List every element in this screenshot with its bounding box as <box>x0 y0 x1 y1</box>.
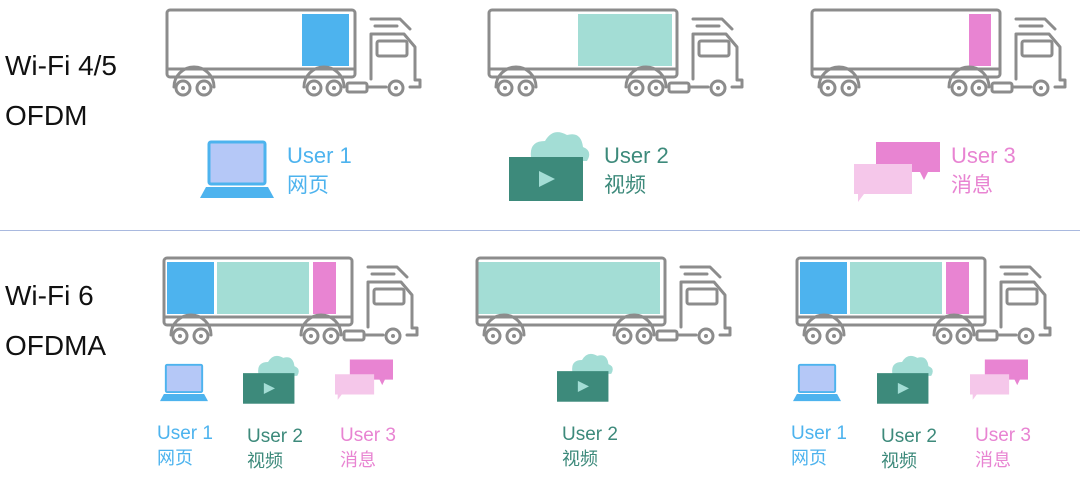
user-name: User 2 <box>562 424 618 445</box>
user2-label: User 2 视频 <box>562 423 618 471</box>
user3-label: User 3 消息 <box>340 424 396 472</box>
user-name: User 2 <box>247 426 303 447</box>
user-name: User 1 <box>287 143 352 168</box>
row-label-wifi6: Wi-Fi 6 <box>5 280 94 311</box>
chat-bubbles-icon <box>970 357 1028 401</box>
video-cloud-icon <box>509 127 591 201</box>
user3-label: User 3 消息 <box>975 424 1031 472</box>
user-content: 网页 <box>791 447 827 469</box>
cargo-user2 <box>850 262 942 314</box>
cargo-user1 <box>167 262 214 314</box>
row-label-wifi45: Wi-Fi 4/5 <box>5 50 117 81</box>
video-cloud-icon <box>243 352 300 404</box>
user-name: User 3 <box>975 425 1031 446</box>
user-content: 视频 <box>604 172 646 197</box>
user-content: 视频 <box>247 450 283 472</box>
user-content: 网页 <box>157 447 193 469</box>
cargo-user2 <box>478 262 660 314</box>
user-name: User 3 <box>951 143 1016 168</box>
laptop-icon <box>160 363 208 403</box>
chat-bubbles-icon <box>854 140 940 202</box>
row-label-ofdm: OFDM <box>5 100 88 131</box>
user1-label: User 1 网页 <box>791 422 847 470</box>
cargo-user2 <box>578 14 672 66</box>
user-content: 消息 <box>975 449 1011 471</box>
user-name: User 1 <box>157 423 213 444</box>
user1-label: User 1 网页 <box>287 142 352 198</box>
truck-icon <box>474 255 732 346</box>
user-content: 消息 <box>951 172 993 197</box>
user-content: 视频 <box>881 450 917 472</box>
user-name: User 3 <box>340 425 396 446</box>
user-content: 视频 <box>562 448 598 470</box>
cargo-user3 <box>313 262 336 314</box>
user2-label: User 2 视频 <box>604 142 669 198</box>
truck-icon <box>164 7 422 98</box>
truck-icon <box>794 255 1052 346</box>
user-content: 消息 <box>340 449 376 471</box>
cargo-user1 <box>800 262 847 314</box>
row-label-ofdma: OFDMA <box>5 330 107 361</box>
user2-label: User 2 视频 <box>881 425 937 473</box>
user-name: User 2 <box>604 143 669 168</box>
laptop-icon <box>200 140 274 200</box>
video-cloud-icon <box>877 352 934 404</box>
laptop-icon <box>793 363 841 403</box>
video-cloud-icon <box>557 350 614 402</box>
user-name: User 2 <box>881 426 937 447</box>
chat-bubbles-icon <box>335 357 393 401</box>
divider <box>0 230 1080 231</box>
cargo-user2 <box>217 262 309 314</box>
user1-label: User 1 网页 <box>157 422 213 470</box>
user3-label: User 3 消息 <box>951 142 1016 198</box>
truck-icon <box>161 255 419 346</box>
cargo-user1 <box>302 14 349 66</box>
truck-icon <box>809 7 1067 98</box>
user-name: User 1 <box>791 423 847 444</box>
user2-label: User 2 视频 <box>247 425 303 473</box>
truck-icon <box>486 7 744 98</box>
user-content: 网页 <box>287 172 329 197</box>
cargo-user3 <box>946 262 969 314</box>
cargo-user3 <box>969 14 991 66</box>
